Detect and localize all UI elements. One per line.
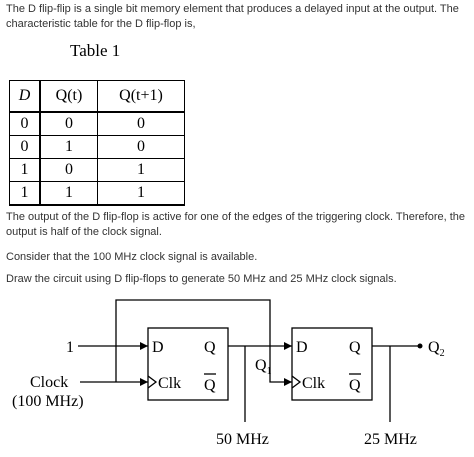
table-cell: 0 — [9, 111, 41, 136]
output-25mhz-label: 25 MHz — [364, 431, 417, 448]
table-cell: 1 — [97, 158, 185, 182]
ff1-qbar-label: Q — [204, 377, 216, 394]
clock-branch-wire — [115, 299, 292, 383]
ff2-d-label: D — [296, 339, 308, 356]
header-q-t: Q(t) — [39, 80, 98, 113]
ff2-qbar-label: Q — [349, 377, 361, 394]
table-header-row: D Q(t) Q(t+1) — [9, 80, 185, 113]
ff1-d-label: D — [152, 339, 164, 356]
header-q-t-plus-1: Q(t+1) — [97, 80, 185, 113]
table-row: 1 1 1 — [9, 181, 185, 206]
ff1-clock-triangle — [147, 375, 158, 389]
input-one-label: 1 — [66, 339, 74, 356]
q1-to-d2-arrow — [284, 342, 292, 350]
ff2-clk-label: Clk — [302, 375, 325, 392]
circuit-diagram: 1 Clock (100 MHz) D Q Clk Q D Q Clk Q Q1… — [12, 299, 445, 448]
q2-output-dot — [417, 343, 423, 349]
clock-arrow — [140, 378, 148, 386]
table-cell: 0 — [9, 135, 41, 159]
ff2-q-label: Q — [349, 339, 361, 356]
ff2-clock-arrow — [284, 378, 292, 386]
flip-flop-2-box — [291, 327, 373, 401]
ff1-clk-label: Clk — [158, 375, 181, 392]
table-cell: 0 — [97, 135, 185, 159]
table-row: 0 1 0 — [9, 135, 185, 159]
table-row: 1 0 1 — [9, 158, 185, 182]
table-row: 0 0 0 — [9, 111, 185, 136]
clock-label: Clock — [30, 374, 68, 391]
table-cell: 1 — [39, 181, 98, 206]
instruction-paragraph: Draw the circuit using D flip-flops to g… — [6, 273, 397, 285]
q2-label: Q2 — [428, 339, 445, 359]
table-cell: 1 — [39, 135, 98, 159]
characteristic-table: D Q(t) Q(t+1) 0 0 0 0 1 0 1 0 1 1 1 1 — [9, 80, 185, 206]
header-d: D — [9, 80, 41, 113]
q1-label: Q1 — [255, 357, 272, 377]
table-caption: Table 1 — [70, 41, 121, 60]
output-note-paragraph: The output of the D flip-flop is active … — [6, 211, 466, 238]
ff1-q-label: Q — [204, 339, 216, 356]
clock-frequency-label: (100 MHz) — [12, 393, 84, 410]
table-cell: 1 — [97, 181, 185, 206]
table-cell: 0 — [39, 111, 98, 136]
ff2-clock-triangle — [291, 375, 302, 389]
table-cell: 1 — [9, 181, 41, 206]
intro-paragraph: The D flip-flip is a single bit memory e… — [6, 3, 459, 30]
table-cell: 1 — [9, 158, 41, 182]
input-arrow — [140, 342, 148, 350]
output-50mhz-label: 50 MHz — [216, 431, 269, 448]
table-cell: 0 — [97, 111, 185, 136]
flip-flop-1-box — [147, 327, 229, 401]
consider-paragraph: Consider that the 100 MHz clock signal i… — [6, 251, 258, 263]
table-cell: 0 — [39, 158, 98, 182]
